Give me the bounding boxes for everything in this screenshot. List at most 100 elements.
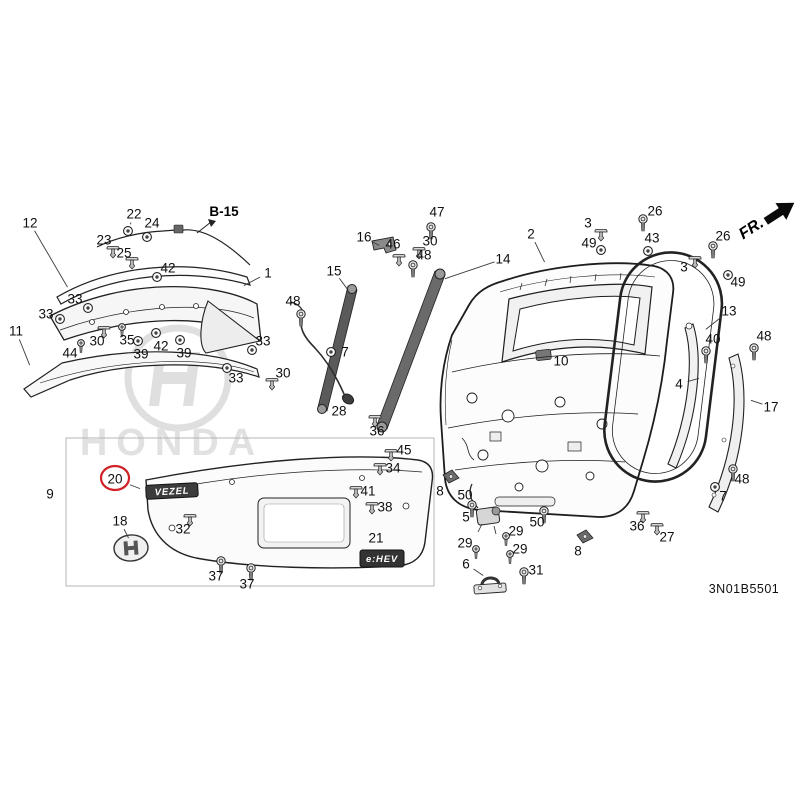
leader-line (129, 484, 141, 490)
honda-h-emblem (113, 534, 149, 562)
part-callout-36[interactable]: 36 (369, 424, 384, 439)
part-callout-12[interactable]: 12 (22, 216, 37, 231)
part-callout-28[interactable]: 28 (331, 404, 346, 419)
weatherstrip-seal (603, 251, 724, 483)
part-callout-26[interactable]: 26 (647, 204, 662, 219)
leader-line (371, 241, 380, 246)
part-callout-33[interactable]: 33 (67, 292, 82, 307)
part-callout-44[interactable]: 44 (62, 346, 78, 361)
clip-icon (384, 449, 398, 462)
section-ref-b15[interactable]: B-15 (209, 204, 239, 219)
part-callout-3[interactable]: 3 (584, 216, 592, 231)
part-callout-50[interactable]: 50 (457, 488, 472, 503)
leader-line (338, 277, 348, 290)
part-callout-3[interactable]: 3 (680, 260, 688, 275)
part-callout-18[interactable]: 18 (112, 514, 127, 529)
harness-connector (173, 224, 184, 234)
part-callout-15[interactable]: 15 (326, 264, 341, 279)
part-callout-8[interactable]: 8 (436, 484, 444, 499)
part-callout-32[interactable]: 32 (175, 522, 190, 537)
part-callout-48[interactable]: 48 (734, 472, 749, 487)
part-callout-6[interactable]: 6 (462, 557, 470, 572)
leader-line (687, 377, 700, 382)
part-callout-25[interactable]: 25 (116, 246, 131, 261)
part-callout-8[interactable]: 8 (574, 544, 582, 559)
part-callout-17[interactable]: 17 (763, 400, 778, 415)
part-callout-22[interactable]: 22 (126, 207, 141, 222)
watermark-text: HONDA (80, 422, 264, 464)
part-callout-41[interactable]: 41 (360, 484, 375, 499)
bolt-icon (701, 346, 711, 364)
part-callout-48[interactable]: 48 (756, 329, 771, 344)
part-callout-48[interactable]: 48 (285, 294, 300, 309)
part-callout-9[interactable]: 9 (46, 487, 54, 502)
part-callout-38[interactable]: 38 (377, 500, 392, 515)
part-callout-10[interactable]: 10 (553, 354, 568, 369)
part-callout-34[interactable]: 34 (385, 461, 401, 476)
part-callout-40[interactable]: 40 (705, 332, 720, 347)
part-callout-14[interactable]: 14 (495, 252, 511, 267)
part-callout-37[interactable]: 37 (239, 577, 254, 592)
part-callout-50[interactable]: 50 (529, 515, 544, 530)
honda-watermark: HONDA (80, 324, 264, 464)
part-callout-49[interactable]: 49 (581, 236, 596, 251)
part-callout-30[interactable]: 30 (422, 234, 437, 249)
clip-icon (392, 254, 406, 267)
highlight-circle (99, 464, 131, 492)
diagram-code: 3N01B5501 (709, 582, 780, 596)
part-callout-49[interactable]: 49 (730, 275, 745, 290)
part-callout-39[interactable]: 39 (133, 347, 148, 362)
part-callout-45[interactable]: 45 (396, 443, 411, 458)
grom-icon (133, 336, 143, 346)
grom-icon (710, 482, 720, 492)
part-callout-2[interactable]: 2 (527, 227, 535, 242)
part-callout-7[interactable]: 7 (341, 345, 349, 360)
clip-icon (688, 256, 702, 269)
part-callout-29[interactable]: 29 (508, 524, 523, 539)
part-callout-33[interactable]: 33 (255, 334, 270, 349)
part-callout-20[interactable]: 20 (107, 472, 122, 487)
part-callout-13[interactable]: 13 (721, 304, 736, 319)
part-callout-4[interactable]: 4 (675, 377, 683, 392)
part-callout-1[interactable]: 1 (264, 266, 272, 281)
part-callout-30[interactable]: 30 (89, 334, 104, 349)
part-callout-35[interactable]: 35 (119, 333, 134, 348)
part-callout-36[interactable]: 36 (629, 519, 644, 534)
part-callout-46[interactable]: 46 (385, 237, 400, 252)
bracket-icon (576, 529, 594, 544)
part-callout-43[interactable]: 43 (644, 231, 659, 246)
bolt-icon (519, 567, 529, 585)
tailgate-lower-garnish (145, 456, 434, 569)
part-callout-30[interactable]: 30 (275, 366, 290, 381)
part-callout-33[interactable]: 33 (38, 307, 53, 322)
part-callout-42[interactable]: 42 (160, 261, 175, 276)
leader-line (444, 261, 495, 280)
bolt-icon (749, 343, 759, 361)
part-callout-27[interactable]: 27 (659, 530, 674, 545)
part-callout-33[interactable]: 33 (228, 371, 243, 386)
part-callout-31[interactable]: 31 (528, 563, 543, 578)
part-callout-7[interactable]: 7 (719, 489, 727, 504)
part-callout-16[interactable]: 16 (356, 230, 371, 245)
part-callout-37[interactable]: 37 (208, 569, 223, 584)
part-callout-29[interactable]: 29 (457, 536, 472, 551)
tailgate-strut-left (317, 284, 358, 414)
part-callout-47[interactable]: 47 (429, 205, 444, 220)
grom-icon (596, 245, 606, 255)
part-callout-24[interactable]: 24 (144, 216, 160, 231)
leader-line (473, 568, 484, 576)
part-callout-23[interactable]: 23 (96, 233, 111, 248)
leader-line (34, 230, 68, 288)
grom-icon (175, 335, 185, 345)
part-callout-21[interactable]: 21 (368, 531, 383, 546)
part-callout-39[interactable]: 39 (176, 346, 191, 361)
part-callout-42[interactable]: 42 (153, 339, 168, 354)
part-callout-26[interactable]: 26 (715, 229, 730, 244)
part-callout-29[interactable]: 29 (512, 542, 527, 557)
grom-icon (142, 232, 152, 242)
part-callout-5[interactable]: 5 (462, 510, 470, 525)
part-callout-48[interactable]: 48 (416, 248, 431, 263)
part-callout-11[interactable]: 11 (9, 324, 23, 339)
